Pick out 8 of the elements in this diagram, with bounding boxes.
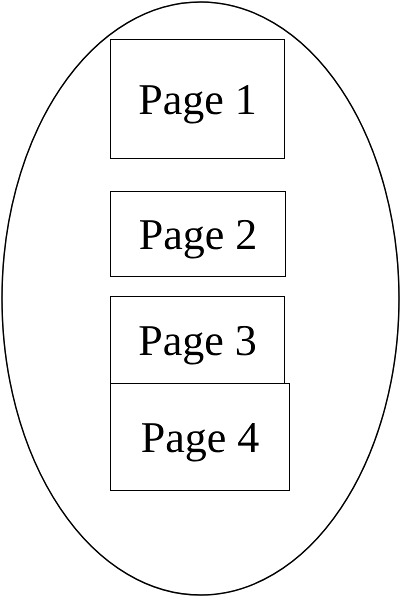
page-box <box>110 39 285 159</box>
page-label: Page 4 <box>140 412 260 462</box>
page-label: Page 2 <box>138 208 258 260</box>
page-label: Page 3 <box>138 314 257 366</box>
page-label: Page 1 <box>138 74 257 124</box>
page-box <box>110 296 285 384</box>
page-box <box>110 191 286 277</box>
page-box <box>110 383 290 491</box>
